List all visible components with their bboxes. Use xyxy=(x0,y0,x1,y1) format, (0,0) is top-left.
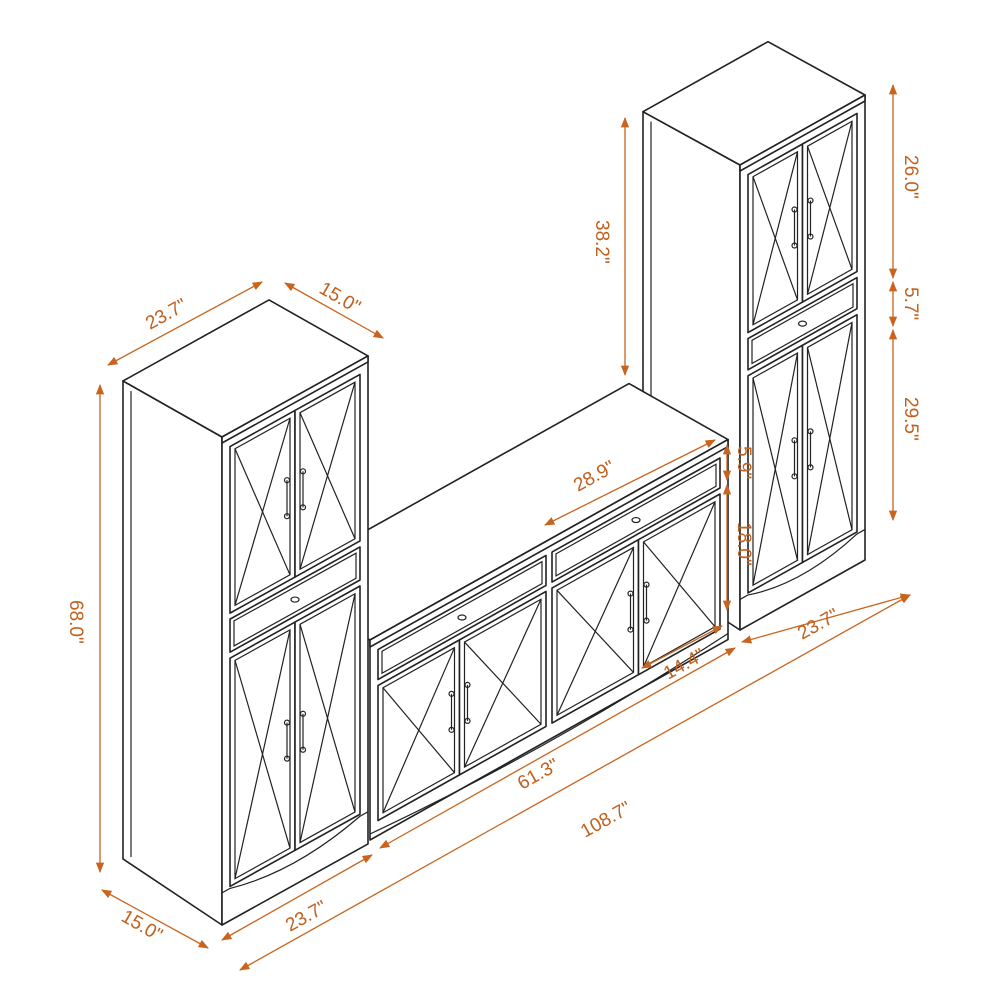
handle-knob xyxy=(299,468,307,475)
handle-knob xyxy=(791,437,798,444)
handle-knob xyxy=(807,233,814,240)
label-right-upper: 26.0" xyxy=(900,155,921,199)
handle-knob xyxy=(283,513,291,520)
handle-knob xyxy=(807,428,814,435)
drawer xyxy=(747,276,858,371)
label-right-lower: 29.5" xyxy=(900,397,921,441)
label-console-door-height: 18.0" xyxy=(733,522,754,566)
drawer-panel xyxy=(233,552,357,647)
label-left-width-bottom: 23.7" xyxy=(282,897,330,937)
handle-knob xyxy=(643,581,650,588)
handle-knob xyxy=(283,477,291,484)
door-x-brace xyxy=(752,352,799,586)
door-x-brace xyxy=(234,418,291,606)
dim-line-left-width xyxy=(107,281,263,366)
right-cabinet-top-edge xyxy=(739,94,866,172)
door-x-brace xyxy=(299,382,356,570)
dim-line-left-depth-top xyxy=(284,282,384,339)
dim-line-console-width xyxy=(379,647,736,849)
label-left-depth-top: 15.0" xyxy=(316,278,364,318)
label-left-height: 68.0" xyxy=(65,600,86,644)
dim-line-console-door-width xyxy=(641,625,723,669)
dim-line-left-depth-bottom xyxy=(101,889,209,949)
drawer-panel xyxy=(751,282,854,365)
label-right-drawer: 5.7" xyxy=(900,287,921,320)
label-left-width: 23.7" xyxy=(142,295,190,335)
label-console-width: 61.3" xyxy=(514,755,562,795)
door-x-brace xyxy=(806,121,853,295)
left-cabinet-side-panel xyxy=(122,380,223,926)
label-total-width: 108.7" xyxy=(577,798,635,843)
dim-line-right-width xyxy=(740,593,912,644)
dim-line-console-drawer-width xyxy=(544,439,716,526)
label-console-drawer-height: 5.9" xyxy=(733,446,754,479)
handle-knob xyxy=(299,504,307,511)
handle-knob xyxy=(791,473,798,480)
door-x-brace xyxy=(752,151,799,325)
left-cabinet-top-edge xyxy=(221,355,369,444)
drawer-knob-icon xyxy=(797,320,808,327)
handle-knob xyxy=(791,206,798,213)
door-x-brace xyxy=(806,322,853,555)
label-gap-height: 38.2" xyxy=(591,220,612,264)
handle-knob xyxy=(807,464,814,471)
label-right-width: 23.7" xyxy=(794,605,842,645)
furniture-group xyxy=(122,40,866,926)
handle-knob xyxy=(807,197,814,204)
handle-knob xyxy=(791,242,798,249)
